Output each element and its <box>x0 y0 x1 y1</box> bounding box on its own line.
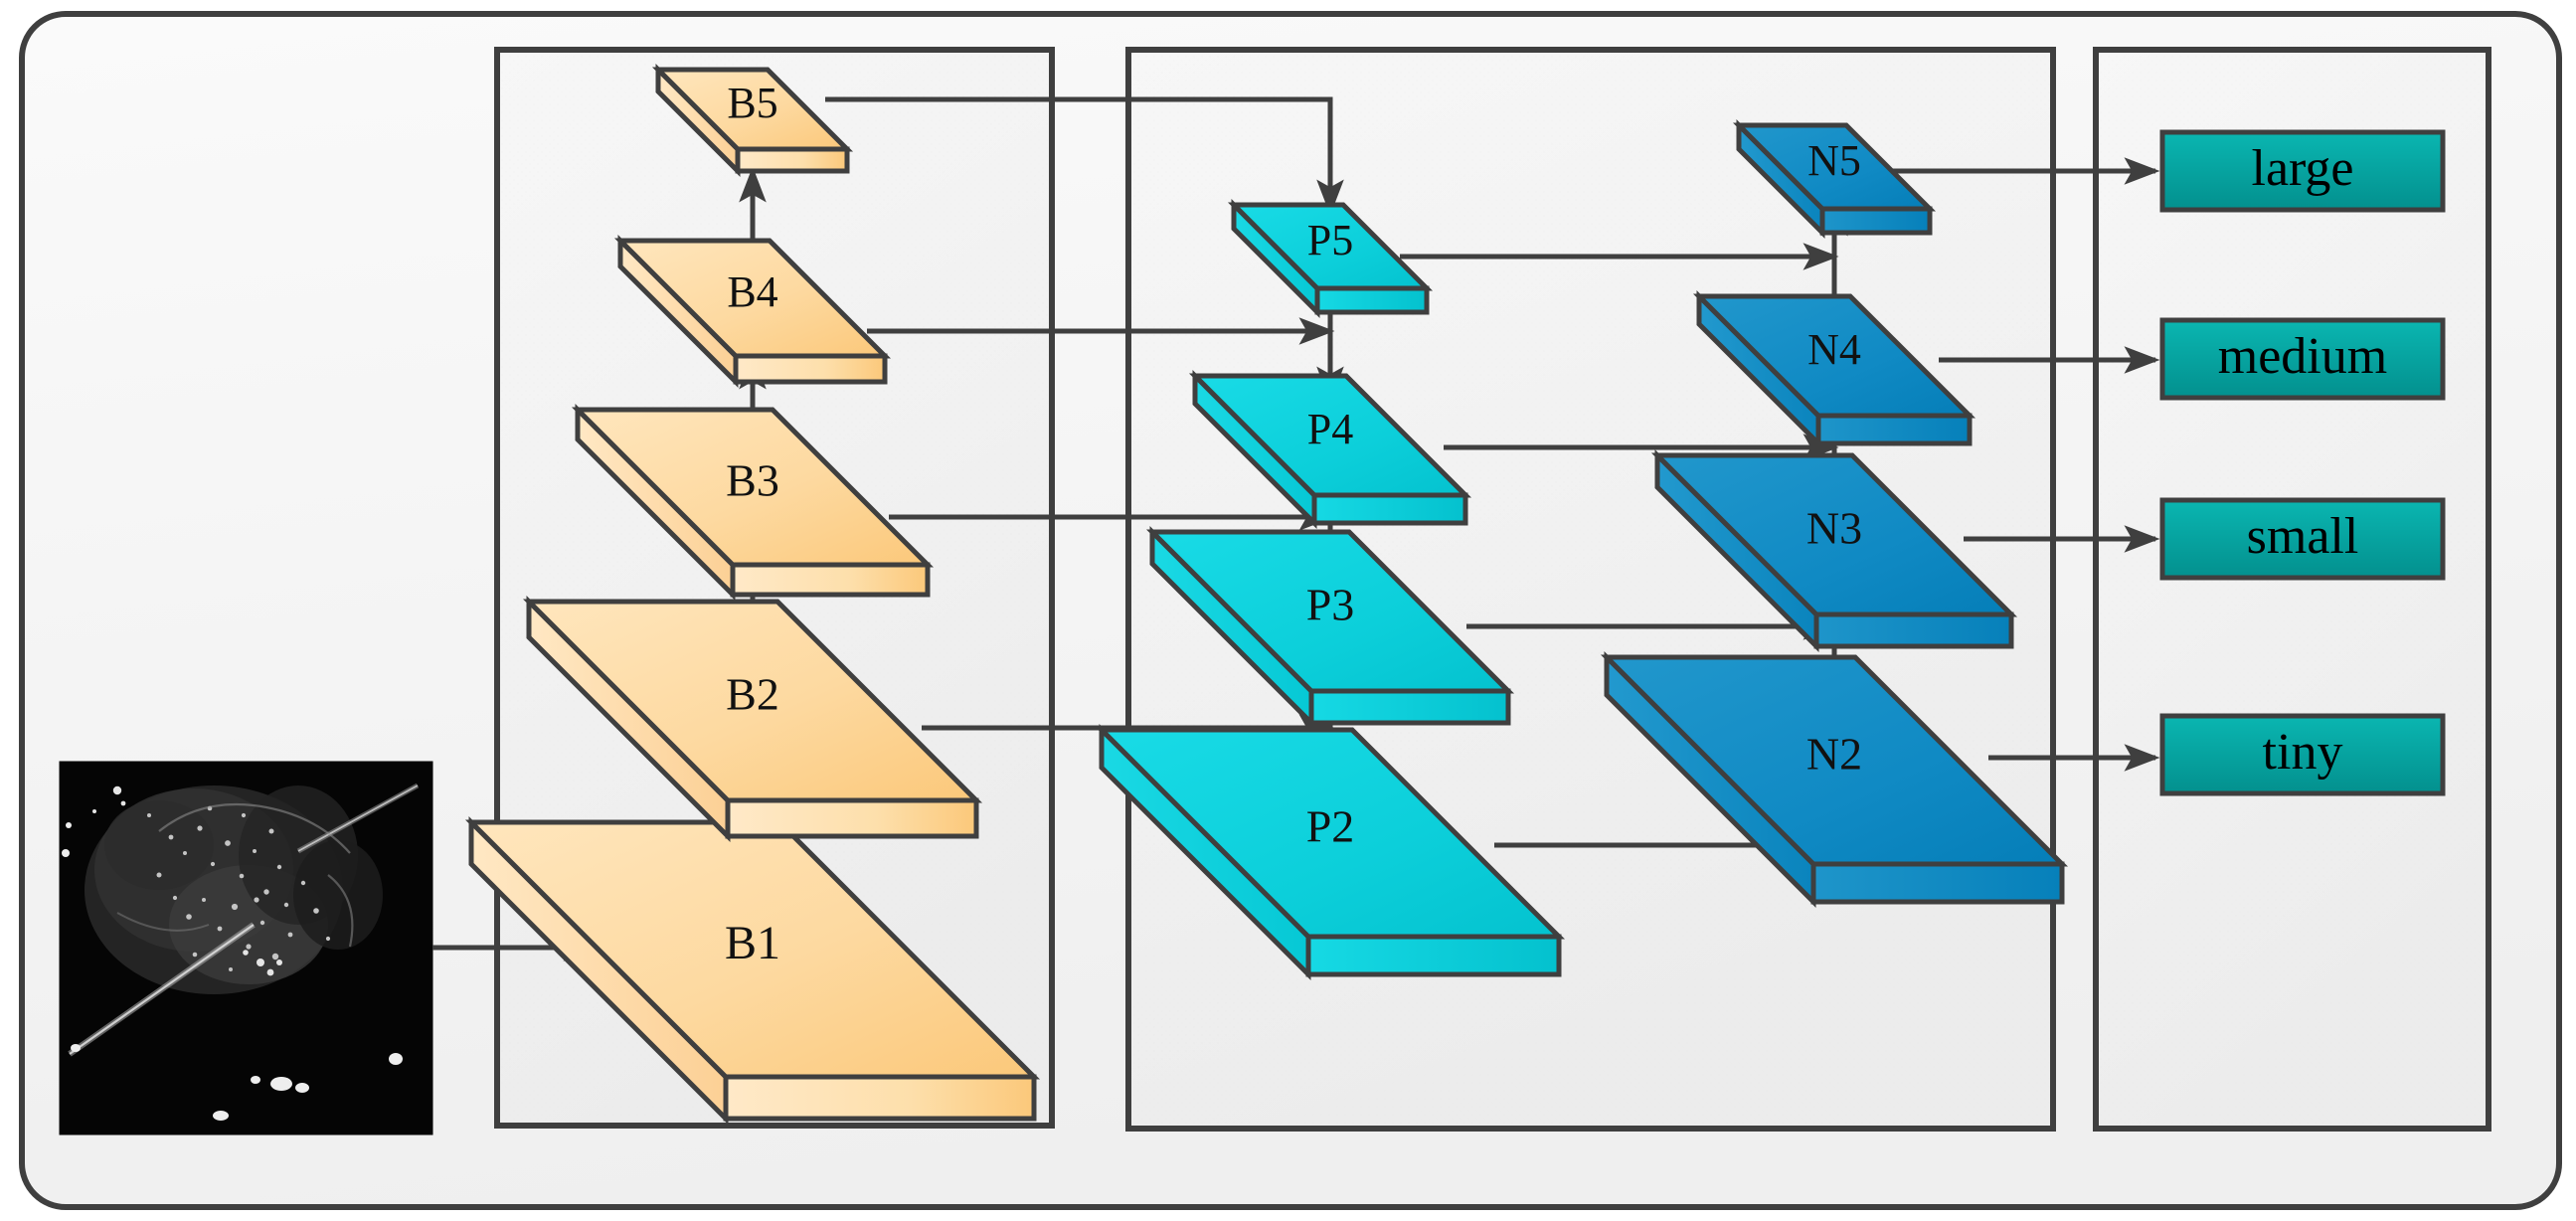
neck-blocks-layer: N2 N3 N4 N5 <box>1600 118 2069 909</box>
backbone-block-b2-label: B2 <box>726 669 779 720</box>
backbone-block-b4-label: B4 <box>727 267 777 316</box>
backbone-block-b4-top-face <box>613 238 892 359</box>
neck-block-n5-label: N5 <box>1807 136 1861 185</box>
neck-block-n4-label: N4 <box>1807 325 1861 374</box>
pyramid-block-p4-front-face <box>1311 492 1468 526</box>
pyramid-block-p2-front-face <box>1305 934 1562 977</box>
output-box-tiny-label: tiny <box>2263 724 2343 781</box>
output-box-small-shape <box>2159 497 2446 581</box>
edge-b5-to-p5 <box>825 96 1344 216</box>
neck-block-n2-label: N2 <box>1806 729 1862 780</box>
backbone-block-b1[interactable]: B1 <box>464 815 1041 1126</box>
output-box-large-label: large <box>2252 140 2354 197</box>
pyramid-block-p2-label: P2 <box>1306 801 1355 852</box>
backbone-block-b2[interactable]: B2 <box>522 595 983 843</box>
neck-block-n3[interactable]: N3 <box>1650 448 2018 653</box>
neck-block-n2[interactable]: N2 <box>1600 650 2069 909</box>
neck-block-n4-front-face <box>1815 413 1973 446</box>
output-box-medium-shape <box>2159 317 2446 401</box>
backbone-blocks-layer: B1 B2 B3 B4 B5 <box>464 63 1041 1126</box>
pyramid-block-p4-label: P4 <box>1307 405 1353 453</box>
pyramid-block-p5-front-face <box>1314 285 1430 315</box>
panel-head <box>2093 47 2491 1132</box>
backbone-block-b5-top-face <box>651 67 854 152</box>
neck-block-n5-top-face <box>1732 122 1937 212</box>
neck-block-n3-label: N3 <box>1806 503 1862 554</box>
backbone-block-b4[interactable]: B4 <box>613 234 892 389</box>
backbone-block-b5-front-face <box>735 146 850 174</box>
neck-block-n5-front-face <box>1819 206 1933 236</box>
output-box-small-label: small <box>2247 508 2359 565</box>
neck-block-n2-front-face <box>1810 861 2065 905</box>
neck-block-n5[interactable]: N5 <box>1732 118 1937 240</box>
backbone-block-b1-label: B1 <box>725 917 780 969</box>
neck-block-n2-top-face <box>1600 654 2069 867</box>
pyramid-block-p5-top-face <box>1227 202 1434 291</box>
pyramid-block-p3[interactable]: P3 <box>1145 525 1515 730</box>
neck-block-n4[interactable]: N4 <box>1692 289 1976 450</box>
backbone-block-b5-label: B5 <box>727 79 777 127</box>
pyramid-block-p5[interactable]: P5 <box>1227 198 1434 319</box>
backbone-block-b3-front-face <box>730 562 931 598</box>
backbone-block-b3-label: B3 <box>726 455 779 506</box>
microscopy-input-image <box>59 761 433 1135</box>
neck-block-n3-top-face <box>1650 452 2018 617</box>
backbone-block-b5[interactable]: B5 <box>651 63 854 178</box>
output-box-large[interactable]: large <box>2159 129 2446 213</box>
output-box-medium-label: medium <box>2218 328 2387 385</box>
backbone-block-b3[interactable]: B3 <box>571 403 935 602</box>
pyramid-block-p2[interactable]: P2 <box>1095 723 1566 981</box>
neck-block-n3-front-face <box>1813 611 2014 649</box>
output-box-tiny[interactable]: tiny <box>2159 713 2446 796</box>
pyramid-block-p4[interactable]: P4 <box>1188 369 1472 530</box>
pyramid-block-p2-top-face <box>1095 727 1566 940</box>
output-box-small[interactable]: small <box>2159 497 2446 581</box>
output-box-large-shape <box>2159 129 2446 213</box>
backbone-block-b2-front-face <box>725 797 979 839</box>
output-boxes-layer: large medium small tiny <box>2159 129 2446 796</box>
pyramid-block-p3-front-face <box>1308 688 1511 726</box>
backbone-block-b3-top-face <box>571 407 935 568</box>
pyramid-block-p5-label: P5 <box>1307 216 1353 264</box>
pyramid-block-p4-top-face <box>1188 373 1472 498</box>
pyramid-block-p3-label: P3 <box>1306 580 1355 630</box>
backbone-block-b2-top-face <box>522 599 983 803</box>
backbone-block-b1-front-face <box>723 1074 1037 1122</box>
backbone-block-b4-front-face <box>733 353 888 385</box>
output-box-tiny-shape <box>2159 713 2446 796</box>
neck-block-n4-top-face <box>1692 293 1976 419</box>
pyramid-blocks-layer: P2 P3 P4 P5 <box>1095 198 1566 981</box>
backbone-block-b1-top-face <box>464 819 1041 1080</box>
pyramid-block-p3-top-face <box>1145 529 1515 694</box>
output-box-medium[interactable]: medium <box>2159 317 2446 401</box>
